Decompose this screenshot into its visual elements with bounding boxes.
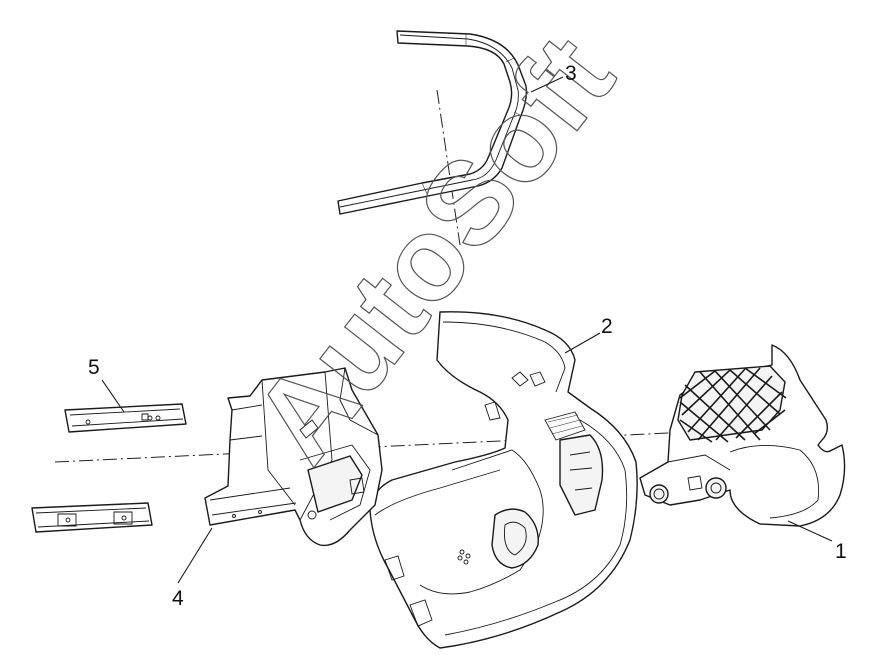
part-3-curved-bar	[337, 30, 528, 215]
part-1-step-with-grating	[639, 344, 846, 527]
grating-mesh	[679, 367, 787, 443]
part-2-front-housing	[369, 311, 638, 649]
callout-4: 4	[172, 587, 184, 610]
part-5-rail-lower	[31, 502, 153, 533]
part-5-rail-upper	[64, 403, 187, 433]
leader-lines	[101, 76, 833, 584]
part-4-side-bracket	[204, 367, 383, 547]
callout-2: 2	[601, 315, 613, 338]
callout-3: 3	[565, 62, 577, 85]
callout-5: 5	[88, 356, 100, 379]
callout-1: 1	[835, 540, 847, 563]
